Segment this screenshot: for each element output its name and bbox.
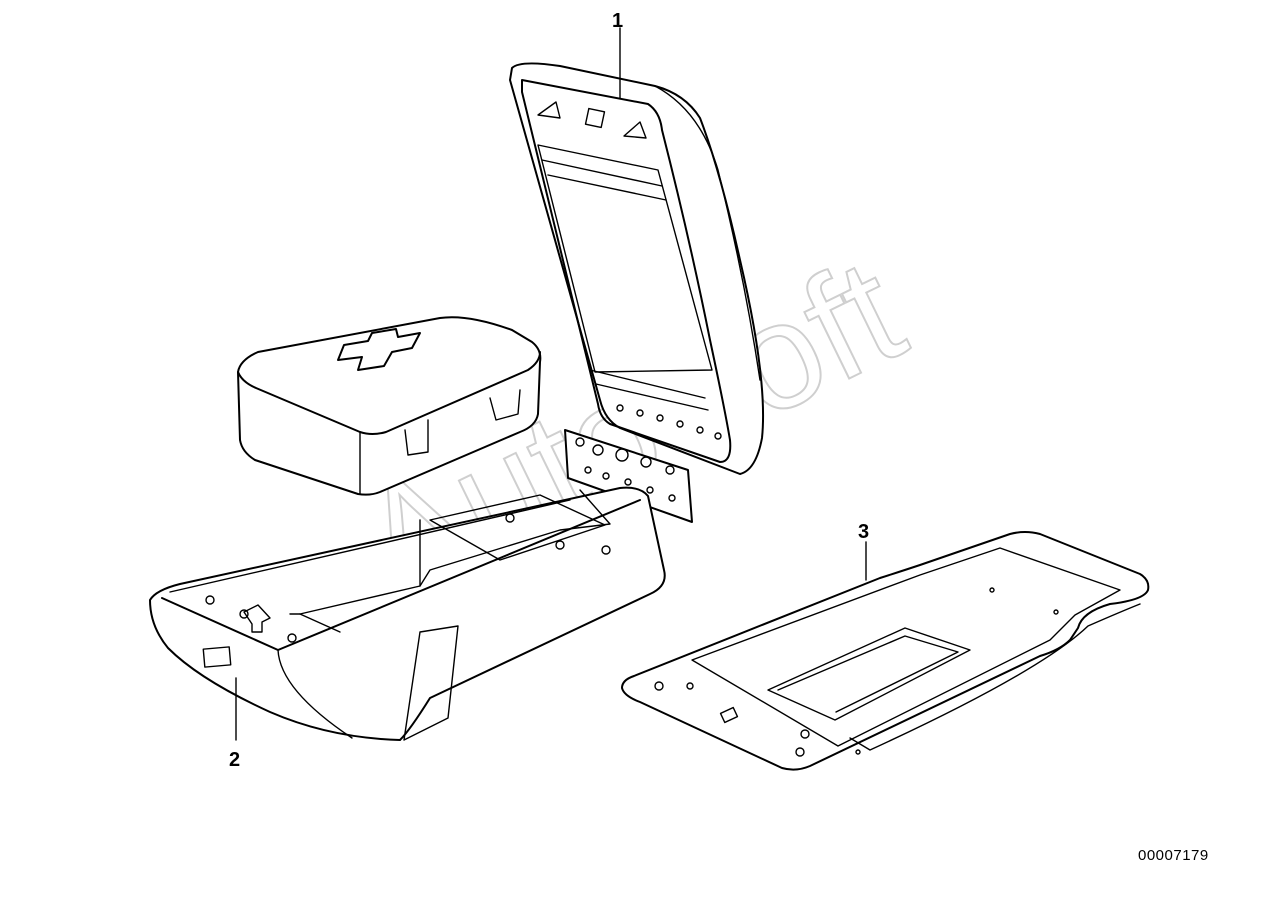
armrest-base (149, 486, 666, 741)
callout-1: 1 (612, 10, 623, 32)
armrest-lid (509, 27, 765, 475)
callout-3: 3 (858, 521, 869, 543)
first-aid-kit (237, 316, 542, 496)
hinge-plate (564, 429, 693, 523)
document-id: 00007179 (1138, 847, 1209, 864)
callout-2: 2 (229, 749, 240, 771)
mounting-tray (621, 531, 1150, 771)
